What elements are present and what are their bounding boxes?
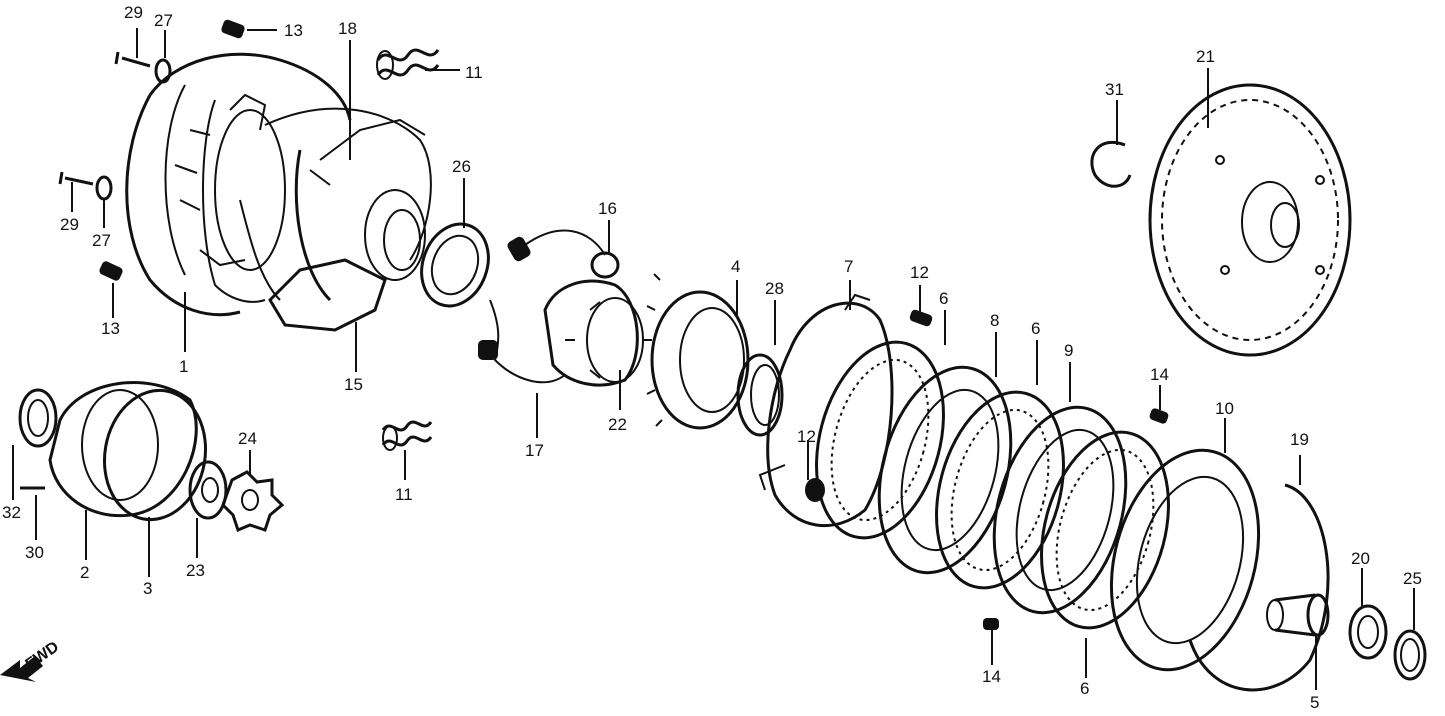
callout-29: 29 bbox=[60, 215, 79, 234]
callout-19: 19 bbox=[1290, 430, 1309, 449]
part-13-plug-top bbox=[221, 19, 245, 39]
callout-10: 10 bbox=[1215, 399, 1234, 418]
callout-12: 12 bbox=[797, 427, 816, 446]
callout-12: 12 bbox=[910, 263, 929, 282]
callout-14: 14 bbox=[982, 667, 1001, 686]
part-20-bearing bbox=[1348, 604, 1388, 660]
part-17-sensor-wire bbox=[478, 229, 620, 384]
callout-18: 18 bbox=[338, 19, 357, 38]
callout-8: 8 bbox=[990, 311, 999, 330]
callout-14: 14 bbox=[1150, 365, 1169, 384]
part-19-snap-ring bbox=[1188, 483, 1330, 692]
part-28-snap-ring bbox=[736, 353, 784, 437]
part-29-bolt-left bbox=[58, 171, 94, 186]
part-29-bolt-top bbox=[114, 51, 151, 68]
part-11-spring-top bbox=[376, 48, 440, 80]
part-27-washer-left bbox=[95, 175, 113, 201]
callout-11: 11 bbox=[395, 485, 413, 504]
part-23-washer bbox=[188, 460, 228, 520]
part-12-pin-bottom bbox=[805, 478, 825, 502]
callout-24: 24 bbox=[238, 429, 257, 448]
part-12-pin-top bbox=[909, 309, 933, 327]
callout-28: 28 bbox=[765, 279, 784, 298]
callout-23: 23 bbox=[186, 561, 205, 580]
part-27-washer-top bbox=[154, 58, 172, 84]
part-18-carrier bbox=[239, 107, 432, 332]
callout-16: 16 bbox=[598, 199, 617, 218]
part-24-lock-washer bbox=[221, 470, 285, 533]
leader-lines bbox=[12, 28, 1415, 690]
callout-32: 32 bbox=[2, 503, 21, 522]
callout-3: 3 bbox=[143, 579, 152, 598]
callout-26: 26 bbox=[452, 157, 471, 176]
callout-27: 27 bbox=[154, 11, 173, 30]
callout-30: 30 bbox=[25, 543, 44, 562]
callout-31: 31 bbox=[1105, 80, 1124, 99]
part-8-steel-plate bbox=[877, 365, 1013, 575]
callout-6: 6 bbox=[939, 289, 948, 308]
part-31-snap-ring bbox=[1090, 140, 1132, 188]
part-14-ball-bottom bbox=[983, 618, 999, 630]
part-11-spring-bottom bbox=[381, 420, 433, 451]
part-6-clutch-disc-b bbox=[935, 390, 1065, 590]
callout-27: 27 bbox=[92, 231, 111, 250]
fwd-label: FWD bbox=[23, 638, 63, 673]
part-26-washer bbox=[420, 222, 490, 308]
part-9-steel-plate bbox=[992, 405, 1128, 615]
callout-29: 29 bbox=[124, 3, 143, 22]
part-10-end-plate bbox=[1109, 448, 1261, 672]
callout-9: 9 bbox=[1064, 341, 1073, 360]
part-21-final-gear bbox=[1148, 83, 1352, 357]
callout-6: 6 bbox=[1031, 319, 1040, 338]
part-22-gear-hub bbox=[543, 279, 644, 387]
part-6-clutch-disc-a bbox=[815, 340, 945, 540]
callout-17: 17 bbox=[525, 441, 544, 460]
part-1-housing bbox=[125, 52, 352, 317]
part-14-ball-top bbox=[1149, 408, 1169, 424]
callout-20: 20 bbox=[1351, 549, 1370, 568]
callout-4: 4 bbox=[731, 257, 740, 276]
callout-11: 11 bbox=[465, 63, 483, 82]
callout-6: 6 bbox=[1080, 679, 1089, 698]
callout-13: 13 bbox=[284, 21, 303, 40]
callout-1: 1 bbox=[179, 357, 188, 376]
callout-15: 15 bbox=[344, 375, 363, 394]
callout-13: 13 bbox=[101, 319, 120, 338]
callout-22: 22 bbox=[608, 415, 627, 434]
part-5-bushing bbox=[1266, 593, 1330, 637]
part-32-bearing bbox=[18, 388, 58, 448]
part-4-gear bbox=[644, 273, 750, 430]
part-7-end-plate bbox=[758, 293, 894, 527]
callout-5: 5 bbox=[1310, 693, 1319, 712]
callout-2: 2 bbox=[80, 563, 89, 582]
part-6-clutch-disc-c bbox=[1040, 430, 1170, 630]
callout-7: 7 bbox=[844, 257, 853, 276]
fwd-arrow: FWD bbox=[0, 638, 62, 682]
part-25-washer bbox=[1393, 629, 1427, 681]
callout-25: 25 bbox=[1403, 569, 1422, 588]
part-13-plug-left bbox=[99, 261, 123, 281]
callout-21: 21 bbox=[1196, 47, 1215, 66]
callouts: 29 27 13 18 11 21 31 26 29 27 16 13 1 15… bbox=[2, 3, 1422, 712]
part-2-cover bbox=[48, 381, 198, 518]
